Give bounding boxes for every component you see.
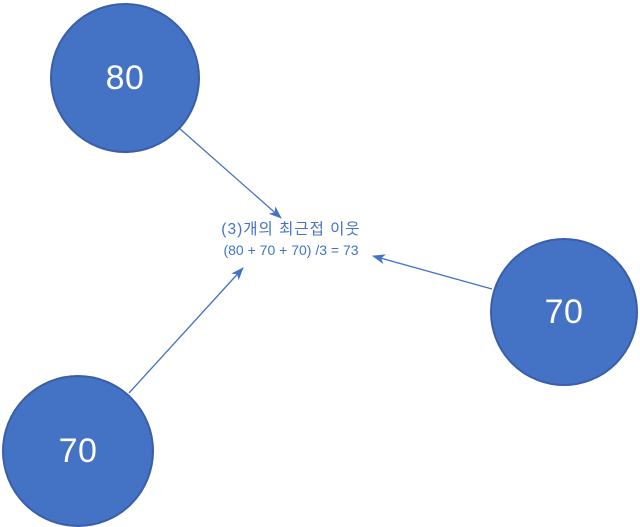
arrow-from-node-80 [178,127,282,219]
arrow-from-node-70-bottom [128,267,244,394]
node-80: 80 [50,3,200,153]
node-70-right-label: 70 [544,293,584,331]
annotation-line-1: (3)개의 최근접 이웃 [221,221,361,238]
node-70-bottom-label: 70 [58,432,98,470]
node-70-right: 70 [490,238,638,386]
node-70-bottom: 70 [2,375,154,527]
node-80-label: 80 [105,59,145,97]
arrow-from-node-70-right [372,254,493,290]
annotation-line-2: (80 + 70 + 70) /3 = 73 [223,241,359,258]
center-annotation: (3)개의 최근접 이웃 (80 + 70 + 70) /3 = 73 [221,220,360,260]
